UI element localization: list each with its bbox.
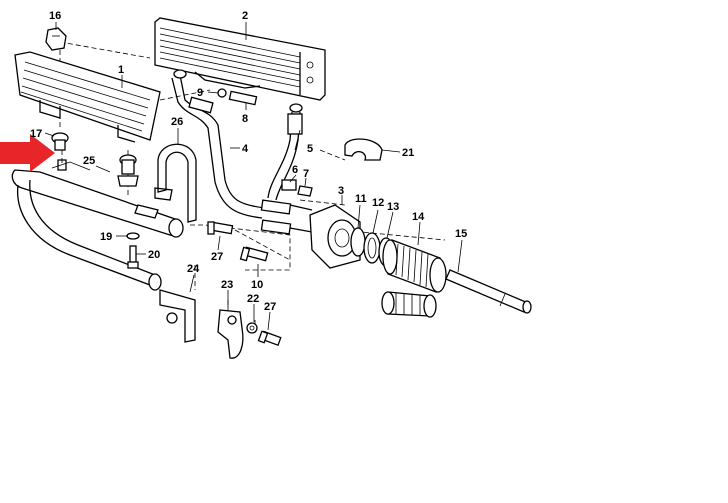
filter-element-14 xyxy=(382,239,447,293)
callout-16: 16 xyxy=(49,10,61,22)
clamp-26 xyxy=(154,143,197,223)
washer-19 xyxy=(126,232,140,240)
washer-9 xyxy=(217,88,227,98)
callout-24: 24 xyxy=(187,263,200,275)
callout-6: 6 xyxy=(292,164,298,176)
seal-12 xyxy=(363,232,381,264)
callout-20: 20 xyxy=(148,249,160,261)
callout-labels: 16 2 1 17 25 26 9 8 4 5 6 7 3 11 12 13 1… xyxy=(30,10,467,313)
clip xyxy=(45,27,67,51)
callout-25: 25 xyxy=(83,155,95,167)
callout-21: 21 xyxy=(402,147,414,159)
callout-17: 17 xyxy=(30,128,42,140)
bracket-23 xyxy=(217,309,244,359)
pipe-bracket-24 xyxy=(159,289,196,343)
rod-15 xyxy=(445,269,532,314)
callout-27-upper: 27 xyxy=(211,251,223,263)
callout-15: 15 xyxy=(455,228,467,240)
callout-13: 13 xyxy=(387,201,399,213)
callout-11: 11 xyxy=(355,193,367,205)
callout-7: 7 xyxy=(303,168,309,180)
callout-22: 22 xyxy=(247,293,259,305)
callout-23: 23 xyxy=(221,279,233,291)
callout-8: 8 xyxy=(242,113,248,125)
callout-5: 5 xyxy=(307,143,313,155)
bracket-mount xyxy=(117,154,139,187)
callout-12: 12 xyxy=(372,197,384,209)
red-arrow-icon xyxy=(0,134,55,172)
filter-flange-3 xyxy=(309,204,361,269)
fitting-7 xyxy=(297,185,313,197)
callout-19: 19 xyxy=(100,231,112,243)
callout-4: 4 xyxy=(242,143,249,155)
filter-element-lower xyxy=(381,291,437,318)
lower-pipe xyxy=(16,179,162,291)
callout-2: 2 xyxy=(242,10,248,22)
washer-22 xyxy=(246,322,258,334)
callout-9: 9 xyxy=(197,87,203,99)
bolt-10 xyxy=(239,246,269,262)
oil-cooler-grille xyxy=(14,51,161,143)
oil-hoses xyxy=(171,69,313,235)
bolt-8 xyxy=(228,90,258,106)
support-rail xyxy=(11,161,184,238)
leader-lines xyxy=(44,22,463,331)
callout-27-lower: 27 xyxy=(264,301,276,313)
screw-20 xyxy=(127,245,139,269)
callout-26: 26 xyxy=(171,116,183,128)
seal-11 xyxy=(350,227,366,257)
bolt-27-lower xyxy=(257,330,282,347)
callout-14: 14 xyxy=(412,211,425,223)
bolt-27-upper xyxy=(207,221,234,235)
callout-3: 3 xyxy=(338,185,344,197)
callout-1: 1 xyxy=(118,64,124,76)
hose-clip-21 xyxy=(344,138,383,161)
rubber-mount xyxy=(51,132,69,171)
fitting-6 xyxy=(281,179,297,191)
oil-cooler xyxy=(154,17,326,101)
callout-10: 10 xyxy=(251,279,263,291)
